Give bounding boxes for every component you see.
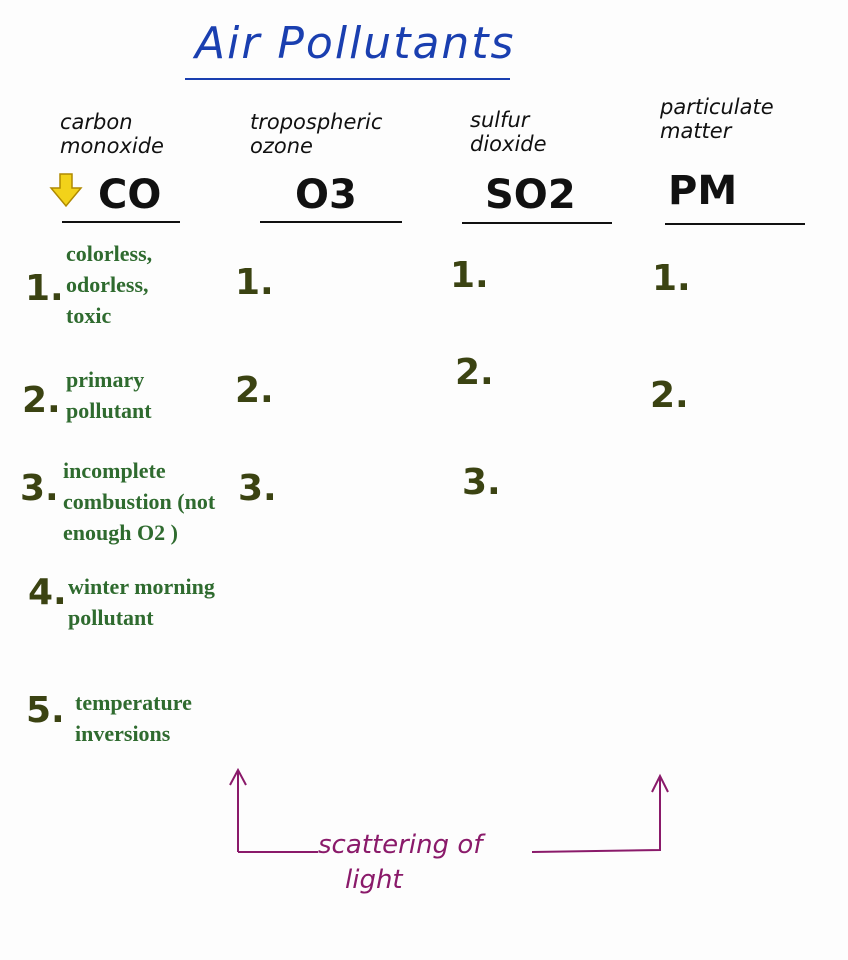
- underline-o3: [260, 221, 402, 223]
- o3-number-3: 3.: [238, 468, 277, 509]
- underline-pm: [665, 223, 805, 225]
- co-number-1: 1.: [25, 268, 64, 309]
- co-point-1: colorless, odorless, toxic: [66, 241, 153, 328]
- annotation-line2: light: [345, 865, 403, 895]
- o3-number-2: 2.: [235, 370, 274, 411]
- co-point-2: primary pollutant: [66, 367, 152, 423]
- column-name-o3: tropospheric ozone: [250, 110, 383, 158]
- left-up-arrow-icon: [229, 767, 247, 852]
- yellow-arrow-icon: [49, 173, 83, 208]
- annotation-line1: scattering of: [318, 830, 483, 860]
- page-title: Air Pollutants: [195, 18, 516, 69]
- column-name-co: carbon monoxide: [60, 110, 164, 158]
- title-underline: [185, 78, 510, 80]
- co-number-4: 4.: [28, 572, 67, 613]
- co-point-4: winter morning pollutant: [68, 574, 215, 630]
- co-number-5: 5.: [26, 690, 65, 731]
- co-point-5: temperature inversions: [75, 690, 192, 746]
- column-name-pm: particulate matter: [660, 95, 774, 143]
- symbol-co: CO: [98, 172, 162, 218]
- underline-so2: [462, 222, 612, 224]
- so2-number-3: 3.: [462, 462, 501, 503]
- symbol-so2: SO2: [485, 172, 576, 218]
- symbol-o3: O3: [295, 172, 357, 218]
- pm-number-1: 1.: [652, 258, 691, 299]
- o3-number-1: 1.: [235, 262, 274, 303]
- co-number-3: 3.: [20, 468, 59, 509]
- underline-co: [62, 221, 180, 223]
- co-number-2: 2.: [22, 380, 61, 421]
- pm-number-2: 2.: [650, 375, 689, 416]
- column-name-so2: sulfur dioxide: [470, 108, 547, 156]
- so2-number-1: 1.: [450, 255, 489, 296]
- co-point-3: incomplete combustion (not enough O2 ): [63, 458, 216, 545]
- symbol-pm: PM: [668, 168, 738, 214]
- so2-number-2: 2.: [455, 352, 494, 393]
- right-up-arrow-icon: [531, 773, 669, 853]
